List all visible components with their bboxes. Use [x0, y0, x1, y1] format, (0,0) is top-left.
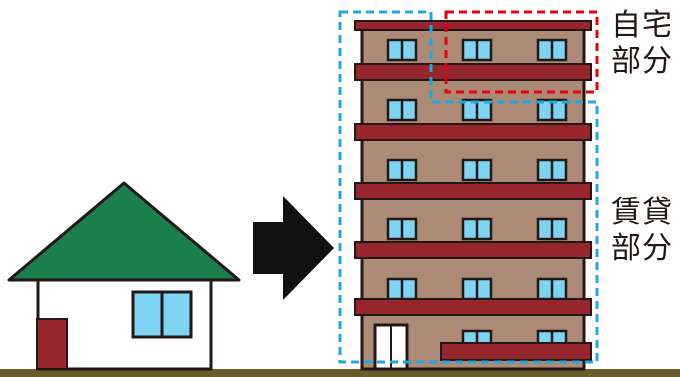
owner-part-label-line2: 部分	[611, 44, 673, 80]
building-window	[538, 160, 566, 180]
building-balcony	[355, 242, 591, 258]
house-door	[37, 319, 67, 369]
building-window	[538, 219, 566, 239]
building-balcony	[355, 183, 591, 199]
house-window	[133, 292, 191, 337]
building-balcony	[355, 124, 591, 140]
house-icon	[9, 183, 239, 369]
house-roof	[9, 183, 239, 280]
rental-part-label-line2: 部分	[611, 231, 673, 267]
building-window	[463, 279, 491, 299]
building-window	[463, 40, 491, 60]
building-window	[388, 40, 416, 60]
building-window	[388, 279, 416, 299]
building-roof-ledge	[355, 21, 591, 30]
apartment-building-icon	[355, 21, 591, 369]
arrow-right-icon	[253, 196, 334, 300]
building-window	[538, 40, 566, 60]
building-balcony	[355, 64, 591, 80]
ground-floor-balcony	[441, 343, 591, 360]
building-window	[388, 100, 416, 120]
building-balcony	[355, 299, 591, 315]
rental-part-label-line1: 賃貸	[611, 195, 673, 231]
building-window	[388, 219, 416, 239]
building-window	[388, 160, 416, 180]
building-window	[463, 219, 491, 239]
owner-part-label-line1: 自宅	[611, 8, 673, 44]
building-window	[538, 279, 566, 299]
building-window	[463, 160, 491, 180]
